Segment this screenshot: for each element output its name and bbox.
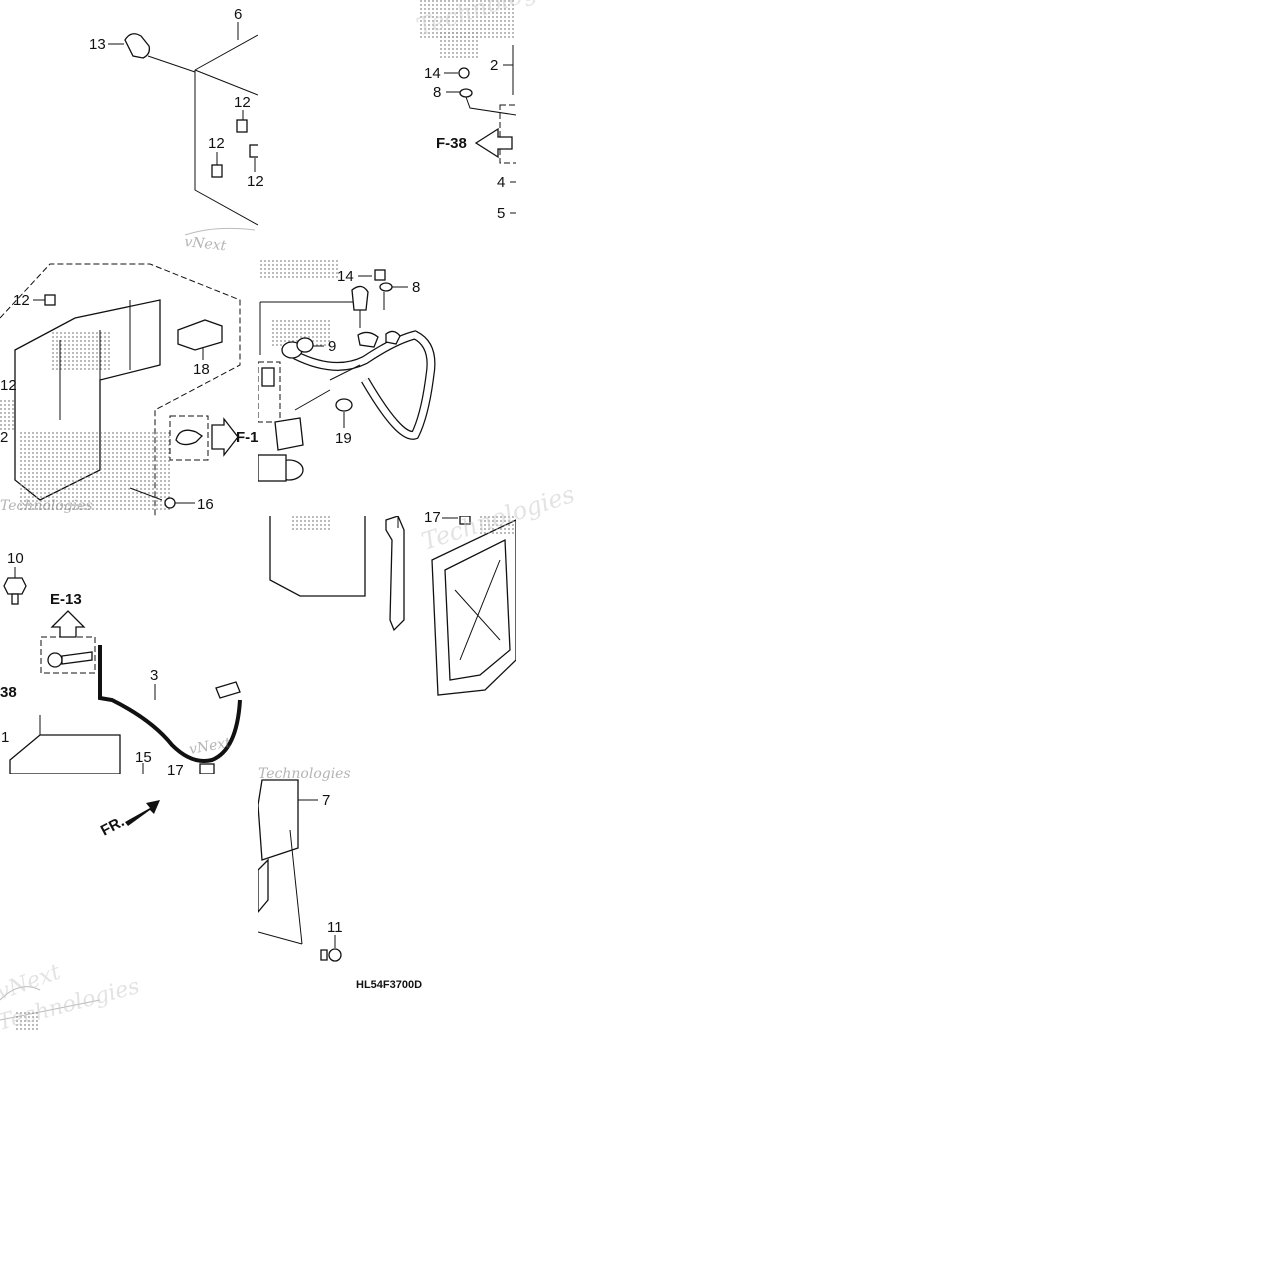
tile-cover-plate xyxy=(258,778,342,962)
callout-9: 9 xyxy=(328,338,336,355)
watermark-vnext: vNext xyxy=(184,234,228,254)
tile-starter-relay xyxy=(258,258,436,482)
clip-ref-box xyxy=(169,415,239,461)
watermark-technologies: Technologies xyxy=(258,766,351,782)
callout-17: 17 xyxy=(424,509,441,526)
callout-18: 18 xyxy=(193,361,210,378)
callout-19: 19 xyxy=(335,430,352,447)
tile-battery-case-top xyxy=(108,22,258,236)
ref-f1-partial: F-1 xyxy=(236,429,259,446)
tile-battery-box xyxy=(0,263,241,516)
callout-12: 12 xyxy=(247,173,264,190)
callout-2: 2 xyxy=(0,429,8,446)
callout-5: 5 xyxy=(497,205,505,222)
callout-8: 8 xyxy=(433,84,441,101)
callout-14: 14 xyxy=(337,268,354,285)
reference-labels: F-38 E-13 F-1 38 FR. HL54F3700D xyxy=(0,135,467,991)
tile-terminal-cover xyxy=(420,0,516,214)
callout-13: 13 xyxy=(89,36,106,53)
ref-e13: E-13 xyxy=(50,591,82,608)
tile-battery-cable xyxy=(3,567,242,774)
tile-direction xyxy=(0,800,160,1032)
callout-3: 3 xyxy=(150,667,158,684)
callout-12: 12 xyxy=(13,292,30,309)
tile-battery-holder xyxy=(269,516,516,696)
callout-2: 2 xyxy=(490,57,498,74)
callout-12: 12 xyxy=(208,135,225,152)
callout-16: 16 xyxy=(197,496,214,513)
callout-10: 10 xyxy=(7,550,24,567)
callout-4: 4 xyxy=(497,174,505,191)
callout-7: 7 xyxy=(322,792,330,809)
direction-label: FR. xyxy=(98,813,127,839)
callout-17: 17 xyxy=(167,762,184,779)
watermark-vnext: vNext xyxy=(188,735,232,758)
callout-12: 12 xyxy=(234,94,251,111)
callout-6: 6 xyxy=(234,6,242,23)
watermark-technologies: Technologies xyxy=(0,498,93,514)
callout-15: 15 xyxy=(135,749,152,766)
callout-1: 1 xyxy=(1,729,9,746)
ref-38-partial: 38 xyxy=(0,684,17,701)
callout-12: 12 xyxy=(0,377,17,394)
ref-f38-top: F-38 xyxy=(436,135,467,152)
callout-14: 14 xyxy=(424,65,441,82)
callout-8: 8 xyxy=(412,279,420,296)
diagram-code: HL54F3700D xyxy=(356,979,422,991)
callout-11: 11 xyxy=(327,919,343,936)
callout-labels: 1 2 2 3 4 5 6 7 8 8 9 10 11 12 12 12 12 … xyxy=(0,6,505,936)
